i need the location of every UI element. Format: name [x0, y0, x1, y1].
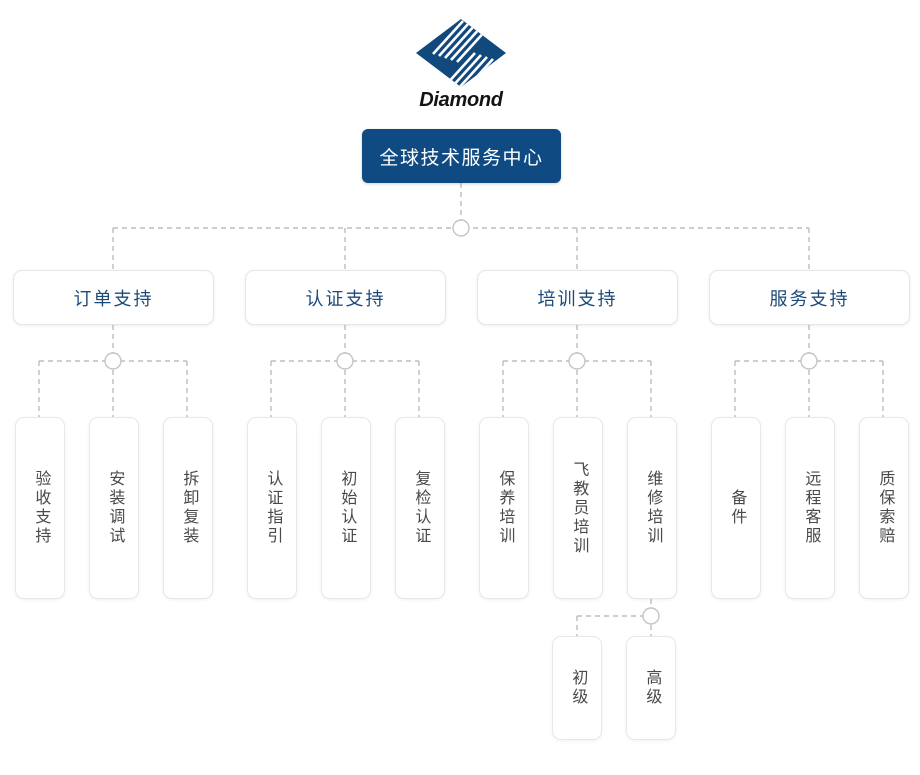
junction-node-g1: [104, 352, 122, 370]
node-initial-certification[interactable]: 初始认证: [321, 417, 371, 599]
junction-node-g3: [568, 352, 586, 370]
node-root[interactable]: 全球技术服务中心: [362, 129, 561, 183]
node-label: 服务支持: [769, 288, 850, 309]
junction-node-g2: [336, 352, 354, 370]
node-warranty-claim[interactable]: 质保索赔: [859, 417, 909, 599]
node-certification-support[interactable]: 认证支持: [245, 270, 446, 325]
junction-node-g4: [800, 352, 818, 370]
node-spare-parts[interactable]: 备件: [711, 417, 761, 599]
node-label: 备件: [728, 489, 746, 527]
node-flight-instructor-training[interactable]: 飞教员培训: [553, 417, 603, 599]
node-label: 初始认证: [338, 470, 356, 546]
node-training-support[interactable]: 培训支持: [477, 270, 678, 325]
junction-node-l4: [642, 607, 660, 625]
node-label: 认证支持: [305, 288, 386, 309]
node-label: 飞教员培训: [570, 460, 588, 556]
node-label: 培训支持: [537, 288, 618, 309]
node-label: 验收支持: [32, 470, 50, 546]
node-label: 保养培训: [496, 470, 514, 546]
brand-logo: Diamond: [405, 18, 517, 120]
node-label: 初级: [569, 669, 587, 707]
node-acceptance-support[interactable]: 验收支持: [15, 417, 65, 599]
node-root-label: 全球技术服务中心: [379, 147, 544, 169]
node-label: 远程客服: [802, 470, 820, 546]
node-label: 订单支持: [73, 288, 154, 309]
junction-node-root: [452, 219, 470, 237]
node-repair-training-advanced[interactable]: 高级: [626, 636, 676, 740]
node-disassembly-reassembly[interactable]: 拆卸复装: [163, 417, 213, 599]
node-label: 质保索赔: [876, 470, 894, 546]
diamond-logo-icon: [416, 19, 506, 87]
node-label: 认证指引: [264, 470, 282, 546]
brand-wordmark: Diamond: [419, 89, 503, 111]
node-label: 拆卸复装: [180, 470, 198, 546]
node-label: 安装调试: [106, 470, 124, 546]
node-remote-customer-service[interactable]: 远程客服: [785, 417, 835, 599]
node-service-support[interactable]: 服务支持: [709, 270, 910, 325]
node-label: 维修培训: [644, 470, 662, 546]
node-installation-commissioning[interactable]: 安装调试: [89, 417, 139, 599]
node-order-support[interactable]: 订单支持: [13, 270, 214, 325]
node-repair-training-basic[interactable]: 初级: [552, 636, 602, 740]
node-label: 高级: [643, 669, 661, 707]
node-recheck-certification[interactable]: 复检认证: [395, 417, 445, 599]
node-repair-training[interactable]: 维修培训: [627, 417, 677, 599]
node-label: 复检认证: [412, 470, 430, 546]
node-maintenance-training[interactable]: 保养培训: [479, 417, 529, 599]
node-certification-guide[interactable]: 认证指引: [247, 417, 297, 599]
